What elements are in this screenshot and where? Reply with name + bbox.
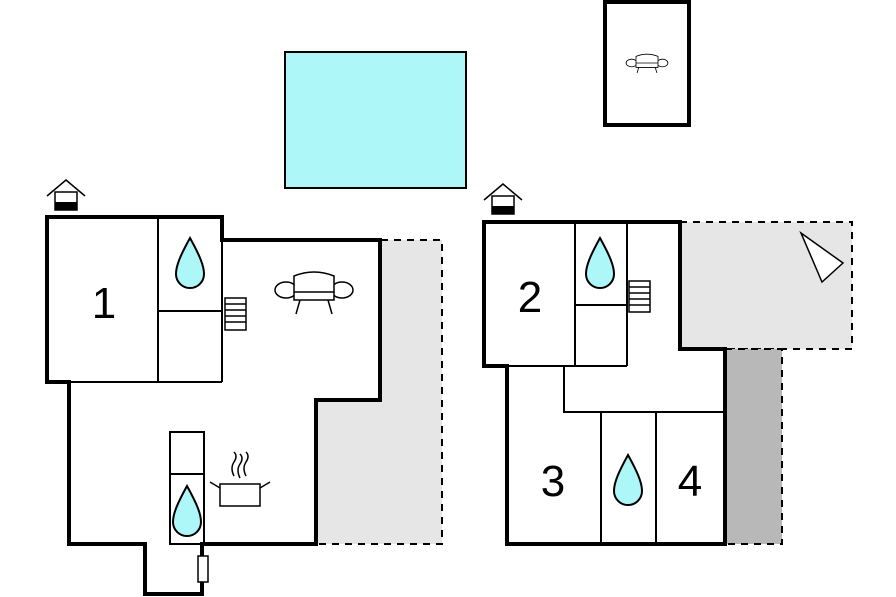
outdoor-shower-icon	[197, 544, 209, 583]
water-drop-icon	[174, 235, 206, 289]
stairs-icon	[224, 297, 247, 331]
outdoor-lounge	[603, 0, 691, 127]
sofa-icon	[274, 271, 354, 315]
water-drop-icon	[612, 452, 644, 506]
swimming-pool	[284, 51, 467, 189]
room-label-1: 1	[92, 279, 116, 328]
house-entrance-icon	[46, 179, 86, 211]
house-entrance-icon	[483, 183, 523, 215]
water-drop-icon	[171, 483, 203, 537]
room-label-4: 4	[678, 457, 702, 506]
room-label-3: 3	[541, 457, 565, 506]
water-drop-icon	[584, 235, 616, 289]
sun-lounger-icon	[799, 230, 845, 284]
terrace-right-side	[724, 348, 783, 545]
terrace-right-top	[679, 221, 853, 350]
room-label-2: 2	[518, 273, 542, 322]
cooking-pot-icon	[209, 451, 271, 507]
stairs-icon	[628, 280, 651, 313]
lounge-sofa-icon	[625, 53, 669, 74]
